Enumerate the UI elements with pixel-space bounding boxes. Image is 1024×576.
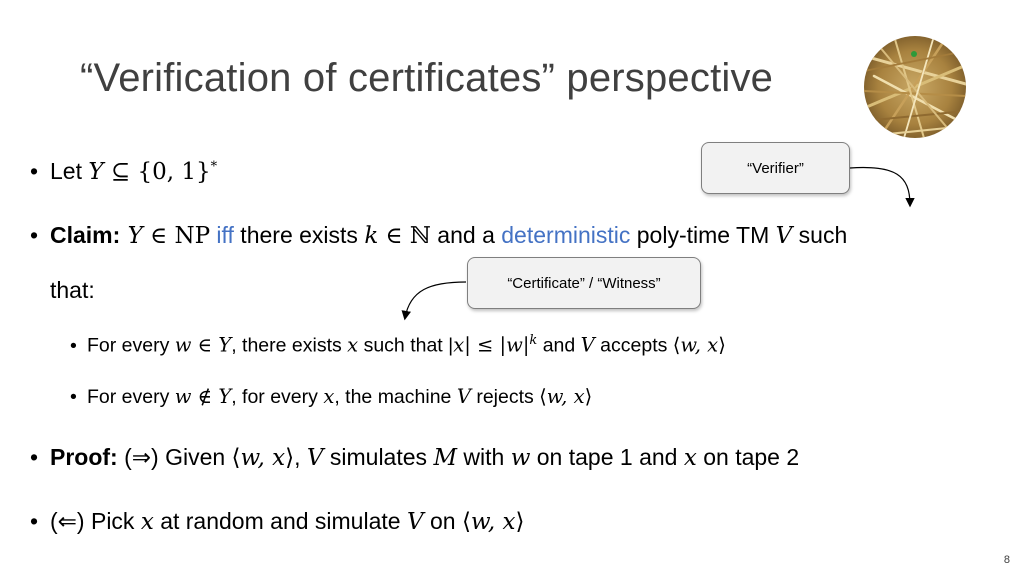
math-var: w, x: [470, 509, 516, 535]
math-op: | ≤ |: [464, 333, 507, 357]
math-var: Y: [120, 223, 143, 249]
text: such that |: [358, 334, 454, 357]
math-var: k: [364, 223, 379, 249]
text: and: [537, 334, 581, 357]
bullet-dot: •: [70, 386, 77, 408]
math-var: Y: [218, 333, 232, 357]
text: (⇒) Given ⟨: [117, 444, 241, 470]
text: on tape 1 and: [530, 444, 684, 470]
math-var: x: [347, 333, 359, 357]
math-var: Y: [218, 385, 232, 408]
math-var: x: [683, 445, 697, 471]
bullet-let-y: • Let Y ⊆ {0, 1}*: [30, 158, 217, 185]
slide-title: “Verification of certificates” perspecti…: [80, 56, 774, 100]
sub-bullet-rejects: • For every w ∉ Y, for every x, the machi…: [70, 385, 592, 409]
math-var: w, x: [546, 385, 585, 408]
iff-text: iff: [210, 222, 234, 248]
text: at random and simulate: [153, 508, 407, 534]
bullet-dot: •: [70, 334, 77, 357]
certificate-arrow: [401, 281, 467, 321]
text: there exists: [233, 222, 365, 248]
certificate-callout: “Certificate” / “Witness”: [467, 257, 701, 309]
text: and a: [430, 222, 502, 248]
text: , the machine: [334, 386, 457, 408]
math-set: ⊆ {0, 1}: [103, 159, 211, 185]
math-var: Y: [88, 159, 104, 185]
claim-label: Claim:: [50, 222, 121, 248]
math-var: w: [174, 333, 192, 357]
text: poly-time TM: [630, 222, 776, 248]
deterministic-text: deterministic: [501, 222, 631, 248]
verifier-arrow: [849, 166, 915, 208]
text: Let: [50, 158, 89, 184]
math-var: x: [323, 385, 335, 408]
bullet-dot: •: [30, 222, 39, 248]
bullet-converse: • (⇐) Pick x at random and simulate V on …: [30, 508, 524, 535]
text: For every: [87, 386, 175, 408]
text: rejects ⟨: [470, 386, 547, 408]
math-var: V: [580, 333, 595, 357]
bullet-dot: •: [30, 158, 39, 184]
text: with: [457, 444, 511, 470]
straw-photo: [864, 36, 966, 138]
sub-bullet-accepts: • For every w ∈ Y, there exists x such th…: [70, 333, 726, 358]
claim-continuation: that:: [50, 277, 95, 303]
math-op: |: [522, 333, 530, 357]
text: such: [792, 222, 848, 248]
math-var: w: [506, 333, 523, 357]
text: on ⟨: [423, 508, 471, 534]
math-var: V: [406, 509, 424, 535]
math-var: V: [456, 385, 471, 408]
text: , there exists: [231, 334, 348, 357]
bullet-dot: •: [30, 444, 39, 470]
text: simulates: [323, 444, 434, 470]
math-op: ∉: [191, 385, 219, 408]
math-var: x: [453, 333, 465, 357]
text: For every: [87, 334, 175, 357]
page-number: 8: [1003, 554, 1010, 566]
proof-label: Proof:: [50, 444, 118, 470]
math-var: x: [140, 509, 154, 535]
text: ⟩: [515, 508, 525, 534]
verifier-callout: “Verifier”: [701, 142, 850, 194]
bullet-claim: • Claim: Y ∈ NP iff there exists k ∈ ℕ an…: [30, 222, 847, 249]
text: (⇐) Pick: [50, 508, 141, 534]
math-var: V: [775, 223, 793, 249]
math-var: M: [433, 445, 457, 471]
math-var: V: [306, 445, 324, 471]
math-var: w: [510, 445, 531, 471]
math-var: w, x: [240, 445, 286, 471]
bullet-proof: •Proof: (⇒) Given ⟨w, x⟩, V simulates M …: [30, 444, 799, 471]
text: , for every: [231, 386, 324, 408]
math-var: w: [174, 385, 192, 408]
math-op: ∈: [191, 333, 219, 357]
text: ⟩,: [285, 444, 307, 470]
math-naturals: ∈ ℕ: [378, 223, 431, 249]
math-var: w, x: [680, 333, 719, 357]
text: accepts ⟨: [594, 334, 681, 357]
bullet-dot: •: [30, 508, 39, 534]
math-op: ⟩: [584, 385, 593, 408]
text: on tape 2: [696, 444, 800, 470]
math-op: ⟩: [718, 333, 726, 357]
math-sup: *: [210, 159, 218, 175]
math-sup: k: [529, 333, 538, 348]
math-np: ∈ NP: [142, 223, 211, 249]
